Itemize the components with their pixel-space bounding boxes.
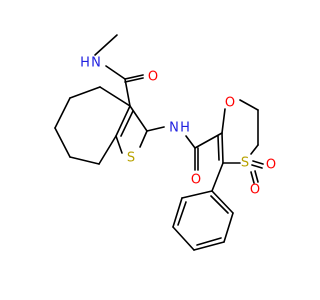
- atom-label-s-sulfone: S: [241, 156, 249, 171]
- bond: [94, 34, 118, 56]
- bond: [250, 171, 255, 184]
- bond: [254, 170, 259, 183]
- bond: [139, 130, 148, 148]
- bond: [146, 126, 165, 132]
- atom-label-o-sulfone-1: O: [250, 183, 260, 198]
- bond: [251, 164, 263, 169]
- bond: [69, 156, 100, 165]
- bond: [129, 105, 148, 132]
- bond: [210, 195, 229, 214]
- bond: [221, 132, 224, 164]
- atom-label-n-linker: N: [169, 121, 179, 136]
- bond: [54, 127, 71, 158]
- bond: [120, 110, 134, 137]
- atom-label-s-thiophene: S: [127, 151, 135, 166]
- bond: [211, 162, 224, 192]
- bond: [239, 99, 259, 111]
- molecule-structure: N H O N H S O O S O O: [54, 34, 276, 251]
- bond: [124, 77, 144, 83]
- bond: [250, 144, 259, 155]
- bond: [54, 97, 71, 129]
- atom-label-o-methylamide: O: [148, 70, 158, 85]
- bond: [172, 226, 195, 251]
- bond: [124, 78, 131, 107]
- bond: [124, 74, 144, 80]
- atom-label-h-linker: H: [180, 121, 190, 136]
- bond: [172, 197, 183, 228]
- atom-label-h-methylamide: H: [80, 56, 90, 71]
- bond: [69, 86, 101, 99]
- bond: [115, 105, 131, 137]
- bond: [217, 135, 220, 161]
- bond: [105, 65, 126, 80]
- bond: [223, 212, 234, 243]
- bond: [193, 241, 225, 251]
- bond: [211, 190, 234, 214]
- bond: [177, 201, 187, 226]
- bond: [98, 135, 117, 165]
- bond: [115, 135, 123, 154]
- bond: [221, 108, 226, 134]
- bond: [196, 237, 222, 246]
- atom-label-o-sulfone-2: O: [266, 158, 276, 173]
- bond: [252, 160, 264, 165]
- bond: [185, 135, 196, 149]
- atom-label-o-linker-amide: O: [191, 173, 201, 188]
- atom-label-n-methylamide: N: [91, 56, 101, 71]
- bond: [181, 190, 213, 199]
- atom-label-o-ring: O: [225, 96, 235, 111]
- bond: [99, 86, 131, 107]
